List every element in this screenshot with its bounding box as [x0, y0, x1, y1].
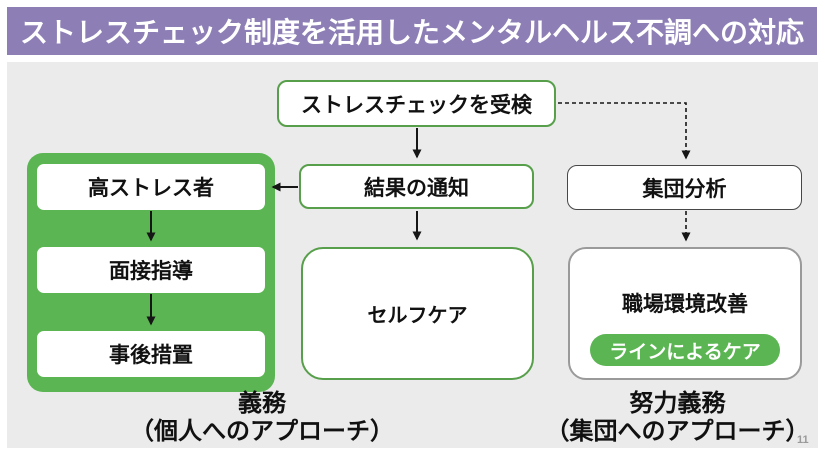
box-self-care: セルフケア: [301, 247, 534, 380]
box-high-stress-person: 高ストレス者: [37, 164, 265, 210]
box-high-stress-person-label: 高ストレス者: [88, 177, 214, 200]
box-group-analysis-label: 集団分析: [642, 177, 727, 201]
page-title: ストレスチェック制度を活用したメンタルヘルス不調への対応: [19, 17, 804, 48]
box-post-measures: 事後措置: [37, 331, 265, 377]
effort-duty-label: 努力義務 （集団へのアプローチ）: [505, 390, 825, 446]
line-care-badge: ラインによるケア: [590, 334, 780, 366]
box-self-care-label: セルフケア: [367, 305, 468, 327]
box-result-notification: 結果の通知: [299, 164, 534, 209]
box-interview-guidance-label: 面接指導: [109, 260, 193, 283]
box-stress-check-exam: ストレスチェックを受検: [277, 80, 556, 127]
box-stress-check-exam-label: ストレスチェックを受検: [301, 93, 532, 117]
page-number: 11: [797, 434, 809, 446]
effort-duty-label-line1: 努力義務: [629, 390, 726, 417]
box-result-notification-label: 結果の通知: [364, 176, 469, 200]
effort-duty-label-line2: （集団へのアプローチ）: [545, 418, 810, 445]
workplace-improvement-label: 職場環境改善: [622, 293, 748, 316]
duty-label: 義務 （個人へのアプローチ）: [62, 390, 462, 446]
box-post-measures-label: 事後措置: [109, 344, 193, 367]
box-workplace-improvement: 職場環境改善 ラインによるケア: [568, 247, 802, 380]
duty-label-line1: 義務: [238, 390, 286, 417]
duty-label-line2: （個人へのアプローチ）: [130, 418, 394, 445]
box-interview-guidance: 面接指導: [37, 247, 265, 293]
box-group-analysis: 集団分析: [567, 165, 802, 210]
header-bar: ストレスチェック制度を活用したメンタルヘルス不調への対応: [7, 7, 817, 55]
